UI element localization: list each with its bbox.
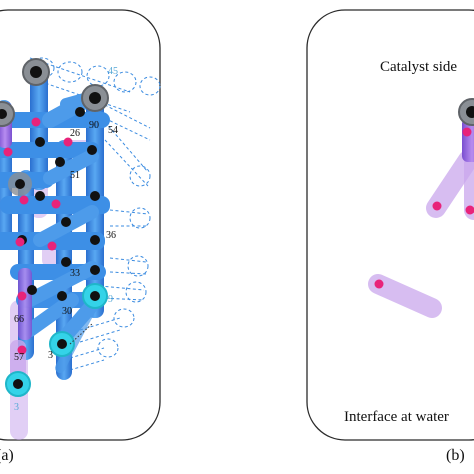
dashed-throat-end xyxy=(113,308,135,328)
pink-nodes xyxy=(3,117,73,355)
label-9: 9 xyxy=(108,294,113,305)
outlet-pore-core xyxy=(15,179,25,189)
dashed-throat-end xyxy=(97,338,119,358)
panel-b-frame xyxy=(306,9,474,441)
junction-node xyxy=(61,257,71,267)
dashed-throat-end xyxy=(86,65,110,87)
pink-node xyxy=(374,279,384,289)
junction-node xyxy=(87,145,97,155)
junction-node xyxy=(90,265,100,275)
inlet-pore-core xyxy=(90,291,100,301)
junction-node xyxy=(75,107,85,117)
pink-node xyxy=(432,201,442,211)
inlet-pore-core xyxy=(13,379,23,389)
pink-node xyxy=(465,205,474,215)
label-30: 30 xyxy=(62,306,72,317)
interface-label: Interface at water xyxy=(344,409,449,425)
dashed-throat-end xyxy=(129,165,151,187)
dashed-throat-end xyxy=(127,255,149,277)
label-45: 45 xyxy=(108,66,118,77)
dashed-throat-end xyxy=(125,281,147,303)
pink-node xyxy=(63,137,73,147)
panel-b-pink-nodes xyxy=(374,127,474,289)
outlet-pore-core xyxy=(466,106,474,118)
pink-node xyxy=(15,237,25,247)
label-51: 51 xyxy=(70,170,80,181)
pink-node xyxy=(31,117,41,127)
percolation-throat xyxy=(18,268,32,340)
outlet-pore-core xyxy=(30,66,42,78)
label-57: 57 xyxy=(14,352,24,363)
panel-a-labels: 45 90 54 26 51 36 33 30 66 9 57 3 3 xyxy=(14,66,118,413)
dashed-throat-body xyxy=(94,99,151,141)
panel-b-caption: (b) xyxy=(446,447,465,464)
pink-node xyxy=(17,291,27,301)
panel-a-caption: (a) xyxy=(0,447,14,464)
dashed-throat-body xyxy=(109,257,147,275)
pore-bar xyxy=(0,142,100,158)
pore-diagonal xyxy=(23,261,99,307)
inlet-pores xyxy=(5,283,108,397)
label-3-black: 3 xyxy=(48,350,53,361)
pink-node xyxy=(19,195,29,205)
leader-line xyxy=(69,323,93,345)
label-90: 90 xyxy=(89,120,99,131)
catalyst-side-label: Catalyst side xyxy=(380,59,457,75)
dashed-throat-end xyxy=(57,61,83,83)
label-54: 54 xyxy=(108,125,118,136)
dashed-throat-end xyxy=(113,71,137,93)
outlet-pore-core xyxy=(0,109,7,119)
junction-nodes xyxy=(17,107,100,301)
label-3-cyan: 3 xyxy=(14,402,19,413)
junction-node xyxy=(61,217,71,227)
outlet-pore-core xyxy=(89,92,101,104)
pink-node xyxy=(3,147,13,157)
junction-node xyxy=(35,191,45,201)
label-33: 33 xyxy=(70,268,80,279)
junction-node xyxy=(55,157,65,167)
pink-node xyxy=(47,241,57,251)
outlet-pores xyxy=(0,58,109,196)
throat-isolated xyxy=(368,274,442,318)
junction-node xyxy=(90,235,100,245)
dashed-throat-end xyxy=(139,76,161,96)
junction-node xyxy=(57,291,67,301)
pore-diagonal xyxy=(43,149,99,185)
pore-column xyxy=(30,72,48,190)
junction-node xyxy=(27,285,37,295)
panel-a: 45 90 54 26 51 36 33 30 66 9 57 3 3 (a) xyxy=(0,9,161,464)
junction-node xyxy=(35,137,45,147)
junction-node xyxy=(90,191,100,201)
inlet-pore-core xyxy=(57,339,67,349)
dashed-throat-end xyxy=(129,207,151,229)
label-26: 26 xyxy=(70,128,80,139)
pink-node xyxy=(462,127,472,137)
pink-node xyxy=(51,199,61,209)
label-66: 66 xyxy=(14,314,24,325)
throat-left-branch xyxy=(426,150,474,218)
dashed-throat-body xyxy=(109,209,149,227)
pore-diagonal xyxy=(23,293,79,337)
panel-b: Catalyst side Interface at water (b) xyxy=(306,9,474,464)
panel-b-throats xyxy=(368,118,474,318)
dashed-throat-body xyxy=(104,121,149,187)
pink-node xyxy=(17,345,27,355)
label-36: 36 xyxy=(106,230,116,241)
dashed-throat-body xyxy=(69,347,105,371)
